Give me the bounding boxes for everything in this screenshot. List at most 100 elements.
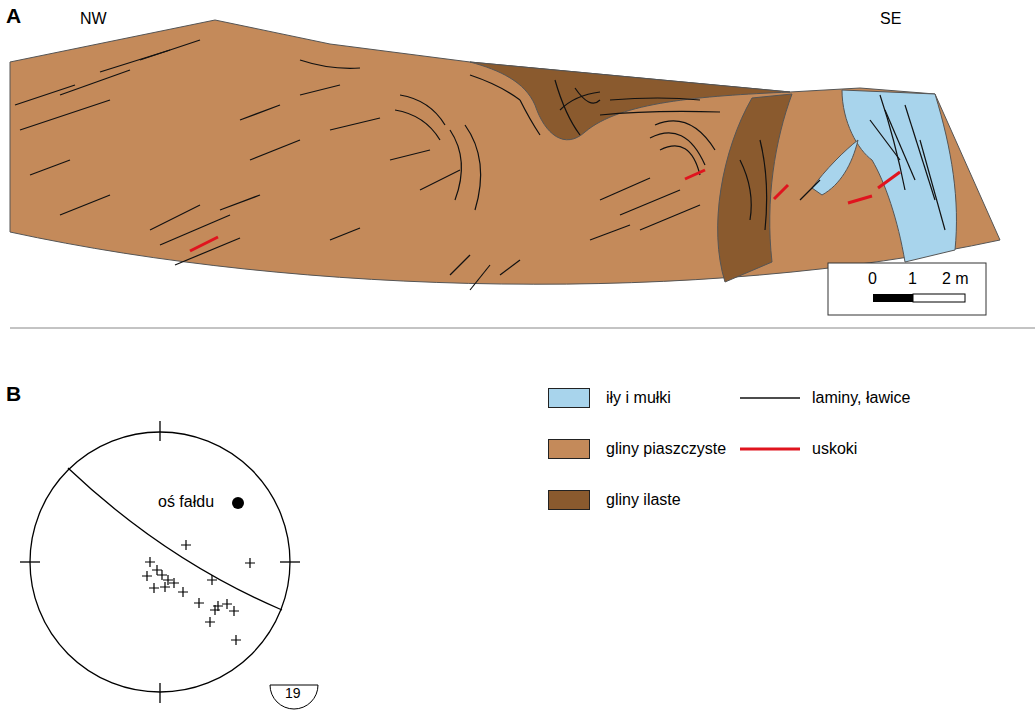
lamina <box>450 130 461 200</box>
lamina <box>870 120 900 160</box>
pole-cross <box>205 617 215 627</box>
legend-swatch <box>548 439 590 459</box>
pole-cross <box>160 582 170 592</box>
lamina <box>20 100 110 130</box>
fault <box>848 196 872 203</box>
stereonet-ticks <box>20 421 300 703</box>
lamina <box>520 100 540 135</box>
direction-label: NW <box>80 10 107 28</box>
lamina <box>590 225 630 240</box>
fold-axis-point <box>232 497 244 509</box>
panel-frame <box>10 328 1035 329</box>
faults <box>190 170 900 251</box>
scale-unit: 2 m <box>942 270 969 288</box>
pole-cross <box>207 575 217 585</box>
lamina <box>600 178 650 200</box>
lamina <box>450 255 470 275</box>
legend-swatch <box>548 388 590 408</box>
count-number: 19 <box>285 686 301 701</box>
legend-text: gliny piaszczyste <box>606 439 726 459</box>
lamina <box>650 133 705 165</box>
lamina <box>60 195 110 215</box>
lamina <box>660 146 700 175</box>
legend-swatch <box>548 490 590 510</box>
pole-cross <box>231 635 241 645</box>
lamina <box>420 170 460 190</box>
lamina <box>620 190 680 215</box>
lamina <box>500 260 520 275</box>
clay-silt-tongue <box>812 140 858 195</box>
lamina <box>600 111 720 115</box>
pole-cross <box>222 599 232 609</box>
lamina <box>150 205 200 230</box>
lamina <box>920 140 945 230</box>
pole-cross <box>142 571 152 581</box>
lamina <box>465 125 481 210</box>
lamina <box>655 121 715 150</box>
legend-text: iły i mułki <box>606 388 671 408</box>
lamina <box>575 88 600 103</box>
pole-cross <box>157 570 167 580</box>
panel-letter: B <box>6 382 21 405</box>
pole-cross <box>213 601 223 611</box>
lamina <box>250 140 300 160</box>
lamina <box>330 118 380 130</box>
scale-number: 0 <box>868 270 877 288</box>
lamina <box>240 105 280 120</box>
pole-cross <box>194 598 204 608</box>
pole-cross <box>149 583 159 593</box>
clay-silt-body <box>842 90 956 262</box>
lamina <box>140 40 200 60</box>
legend-text: laminy, ławice <box>812 388 910 408</box>
direction-label: SE <box>880 10 901 28</box>
pole-cross <box>245 558 255 568</box>
scale-bar-black <box>873 294 913 302</box>
fold-axis-label: oś fałdu <box>158 493 214 511</box>
lamina <box>640 205 700 230</box>
legend-line-sample <box>740 448 800 451</box>
lamina <box>395 110 440 140</box>
lamina <box>470 265 490 290</box>
lamina <box>330 228 360 240</box>
lamina <box>610 98 700 100</box>
panel-letter: A <box>6 4 21 27</box>
lamina <box>390 150 430 160</box>
lamina <box>30 160 70 175</box>
legend-text: uskoki <box>812 439 857 459</box>
fault <box>685 170 705 179</box>
lamina <box>555 80 580 135</box>
count-badge <box>270 685 318 709</box>
lamina <box>300 85 340 95</box>
fault <box>878 172 900 188</box>
fault <box>190 237 218 251</box>
lamina <box>175 238 240 265</box>
great-circle <box>68 468 282 610</box>
pole-cross <box>152 565 162 575</box>
lamina <box>220 195 260 210</box>
lamina <box>470 75 520 100</box>
pole-cross <box>169 578 179 588</box>
scale-bar-white <box>913 294 965 302</box>
legend-text: gliny ilaste <box>606 490 681 510</box>
pole-cross <box>178 587 188 597</box>
scale-number: 1 <box>908 270 917 288</box>
pole-cross <box>229 606 239 616</box>
legend-line-sample <box>740 397 800 399</box>
sandy-till-body <box>10 20 1000 284</box>
pole-crosses <box>142 540 255 645</box>
lamina <box>300 60 360 68</box>
lamina <box>160 215 230 245</box>
lamina <box>15 85 75 105</box>
lamina <box>60 70 130 95</box>
lamina <box>800 180 820 200</box>
stereonet <box>30 432 290 692</box>
pole-cross <box>145 557 155 567</box>
lamina <box>905 105 935 200</box>
lamina <box>740 160 751 220</box>
laminae <box>15 40 945 290</box>
fault <box>774 185 788 199</box>
pole-cross <box>181 540 191 550</box>
scale-box <box>828 263 986 315</box>
clay-till-band <box>718 94 792 282</box>
